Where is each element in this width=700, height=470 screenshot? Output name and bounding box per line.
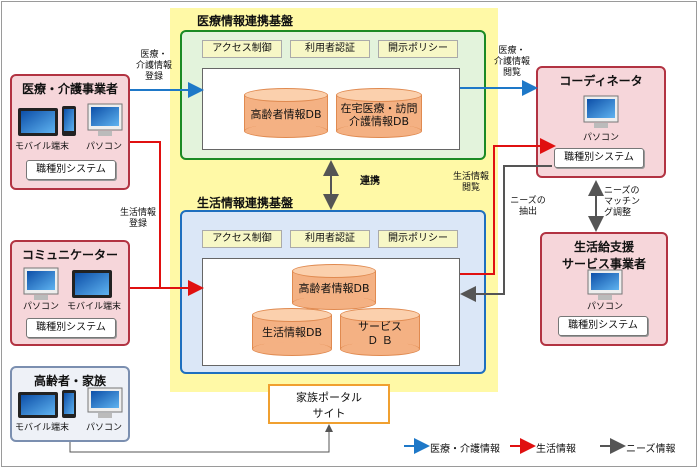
system-button[interactable]: 職種別システム xyxy=(26,318,116,338)
label-needs-extract: ニーズの 抽出 xyxy=(506,196,550,218)
label-matching: ニーズの マッチン グ調整 xyxy=(604,186,650,219)
label-line: 医療・ xyxy=(498,46,526,56)
actor-elderly-title: 高齢者・家族 xyxy=(33,374,106,388)
system-button[interactable]: 職種別システム xyxy=(554,148,644,168)
label-line: 医療・ xyxy=(140,50,168,60)
label-med-view: 医療・ 介護情報 閲覧 xyxy=(490,46,534,79)
device-label: モバイル端末 xyxy=(14,142,69,152)
family-portal: 家族ポータル サイト xyxy=(268,384,390,424)
actor-life-support-title-1: 生活給支援 xyxy=(573,240,634,254)
life-platform-title: 生活情報連携基盤 xyxy=(196,196,293,210)
system-button[interactable]: 職種別システム xyxy=(26,160,116,180)
db-service: サービス Ｄ Ｂ xyxy=(340,308,420,356)
db-life: 生活情報DB xyxy=(252,308,332,356)
label-line: 抽出 xyxy=(518,207,537,217)
label-line: 登録 xyxy=(128,219,147,229)
label-line: 介護情報 xyxy=(493,57,530,67)
label-line: マッチン xyxy=(604,197,641,207)
label-line: 閲覧 xyxy=(502,68,521,78)
db-service-label-1: サービス xyxy=(358,320,402,333)
arrow-needs-extract xyxy=(460,165,552,302)
actor-coordinator-title: コーディネータ xyxy=(559,74,643,88)
actor-medical-title: 医療・介護事業者 xyxy=(21,82,118,96)
label-med-reg: 医療・ 介護情報 登録 xyxy=(132,50,176,83)
label-life-view: 生活情報 閲覧 xyxy=(446,172,496,194)
med-platform-title: 医療情報連携基盤 xyxy=(196,14,293,28)
life-tag-access: アクセス制御 xyxy=(202,230,282,248)
pc-icon xyxy=(87,387,123,418)
med-tag-auth: 利用者認証 xyxy=(290,40,370,58)
label-life-reg: 生活情報 登録 xyxy=(116,208,160,230)
db-elderly-life-label: 高齢者情報DB xyxy=(298,282,370,295)
pc-icon xyxy=(587,269,623,300)
legend-needs: ニーズ情報 xyxy=(626,444,676,455)
device-label: パソコン xyxy=(85,142,122,152)
device-label: モバイル端末 xyxy=(66,302,121,312)
arrow-life-view xyxy=(460,138,556,275)
link-label: 連携 xyxy=(360,176,380,187)
actor-communicator-title: コミュニケーター xyxy=(21,248,118,262)
tablet-icon xyxy=(18,108,58,136)
label-line: グ調整 xyxy=(604,208,632,218)
pc-icon xyxy=(87,103,123,136)
portal-label-1: 家族ポータル xyxy=(296,391,362,404)
pc-icon xyxy=(23,267,59,300)
db-elderly-life: 高齢者情報DB xyxy=(292,264,376,310)
label-line: 生活情報 xyxy=(452,172,489,182)
system-button[interactable]: 職種別システム xyxy=(558,316,648,336)
label-line: 生活情報 xyxy=(119,208,156,218)
life-tag-auth: 利用者認証 xyxy=(290,230,370,248)
phone-icon xyxy=(62,390,76,418)
db-elderly-med: 高齢者情報DB xyxy=(244,88,328,138)
device-label: パソコン xyxy=(582,133,619,143)
med-tag-policy: 開示ポリシー xyxy=(378,40,458,58)
db-elderly-med-label: 高齢者情報DB xyxy=(250,108,322,121)
device-label: パソコン xyxy=(85,423,122,433)
db-homecare-label-1: 在宅医療・訪問 xyxy=(340,102,418,115)
label-line: ニーズの xyxy=(604,186,640,196)
db-life-label: 生活情報DB xyxy=(261,326,323,339)
actor-life-support-title-2: サービス事業者 xyxy=(561,257,646,271)
pc-icon xyxy=(583,95,619,128)
phone-icon xyxy=(62,106,76,136)
tablet-icon xyxy=(18,392,58,418)
life-tag-policy: 開示ポリシー xyxy=(378,230,458,248)
arrow-life-register xyxy=(130,141,204,296)
label-line: 閲覧 xyxy=(461,183,480,193)
arrow-elderly-portal xyxy=(69,424,333,453)
tablet-icon xyxy=(72,270,112,298)
legend-life: 生活情報 xyxy=(536,444,576,455)
med-tag-access: アクセス制御 xyxy=(202,40,282,58)
db-service-label-2: Ｄ Ｂ xyxy=(367,334,393,347)
legend-medical: 医療・介護情報 xyxy=(430,444,500,455)
device-label: モバイル端末 xyxy=(14,423,69,433)
device-label: パソコン xyxy=(586,302,623,312)
db-homecare: 在宅医療・訪問 介護情報DB xyxy=(336,88,422,138)
device-label: パソコン xyxy=(22,302,59,312)
portal-label-2: サイト xyxy=(312,407,346,420)
db-homecare-label-2: 介護情報DB xyxy=(348,115,410,128)
label-line: 介護情報 xyxy=(135,61,172,71)
label-line: 登録 xyxy=(144,72,163,82)
label-line: ニーズの xyxy=(510,196,546,206)
